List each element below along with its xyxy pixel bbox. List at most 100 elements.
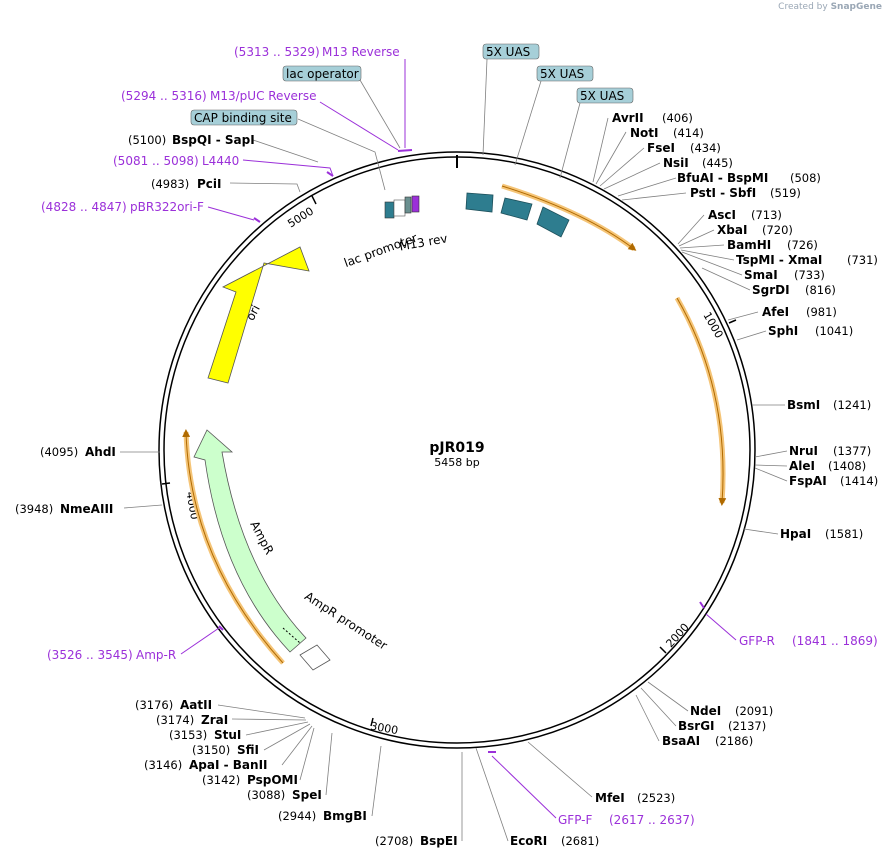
enzyme-name: BsrGI [678,719,715,733]
enzyme-pos: (3146) [144,758,182,772]
enzyme-name: NsiI [663,156,689,170]
enzyme-name: AvrII [612,111,644,125]
tick-2000: 2000 [663,621,691,651]
enzyme-name: SmaI [744,268,778,282]
primer-gfp-r-name: GFP-R [739,634,775,648]
enzyme-pos: (508) [790,171,821,185]
cap-site-block[interactable] [384,201,395,219]
enzyme-name: SphI [768,324,798,338]
ampr-feature[interactable] [193,429,307,653]
enzymes-right: AvrII (406) NotI (414) FseI (434) NsiI (… [510,111,878,848]
primer-m13-reverse-name: M13 Reverse [322,45,400,59]
enzyme-name: MfeI [595,791,625,805]
enzyme-name: AfeI [762,305,789,319]
enzyme-pos: (816) [805,283,836,297]
primer-ampr-range: (3526 .. 3545) [47,648,133,662]
enzyme-name: StuI [214,728,241,742]
lac-operator-block[interactable] [404,196,412,214]
enzyme-name: BfuAI - BspMI [677,171,768,185]
orf-arc-3-line [182,429,284,664]
enzyme-name: AleI [789,459,815,473]
snapgene-credit: Created by SnapGene [778,2,882,12]
credit-brand: SnapGene [830,2,882,12]
enzyme-pos: (713) [751,208,782,222]
enzyme-pos: (519) [770,186,801,200]
enzyme-name: BmgBI [323,809,367,823]
enzyme-name: SfiI [237,743,259,757]
enzyme-name: EcoRI [510,834,547,848]
enzyme-name: BamHI [727,238,771,252]
enzyme-pos: (2091) [735,704,773,718]
enzyme-pos: (731) [847,253,878,267]
enzyme-name: FspAI [789,474,827,488]
enzyme-pos: (720) [762,223,793,237]
enzyme-pos: (3948) [15,502,53,516]
primer-m13puc-reverse-name: M13/pUC Reverse [210,89,317,103]
uas-label-2: 5X UAS [540,67,584,81]
enzyme-name: ZraI [201,713,228,727]
ori-label: ori [243,303,263,323]
plasmid-size: 5458 bp [434,456,479,469]
primer-ampr-name: Amp-R [136,648,176,662]
ori-feature[interactable] [207,246,310,384]
enzyme-name: SgrDI [752,283,790,297]
uas-block-2[interactable] [500,197,533,221]
enzyme-pos: (3176) [135,698,173,712]
enzyme-pos: (3153) [169,728,207,742]
enzyme-name: NmeAIII [60,502,113,516]
guide-lines-left [120,451,463,841]
enzyme-pos: (2708) [375,834,413,848]
lac-promoter-block[interactable] [393,199,406,217]
enzyme-name: TspMI - XmaI [736,253,822,267]
enzyme-pos: (406) [662,111,693,125]
enzyme-pos: (3150) [192,743,230,757]
enzyme-name: NdeI [690,704,721,718]
enzyme-name: NruI [789,444,818,458]
enzymes-left: (5100) BspQI - SapI (4983) PciI (4095) A… [15,133,458,848]
uas-label-3: 5X UAS [580,89,624,103]
enzyme-name: BspQI - SapI [172,133,255,147]
enzyme-name: AatII [180,698,212,712]
primer-m13-reverse-range: (5313 .. 5329) [234,45,320,59]
enzyme-name: SpeI [292,788,322,802]
lac-operator-label: lac operator [286,67,359,81]
enzyme-pos: (3088) [247,788,285,802]
plasmid-name: pJR019 [429,440,484,456]
enzyme-pos: (4983) [151,177,189,191]
m13-rev-block[interactable] [411,195,420,213]
primer-m13puc-reverse-range: (5294 .. 5316) [121,89,207,103]
enzyme-name: BsaAI [662,734,700,748]
primer-labels: (5313 .. 5329) M13 Reverse (5294 .. 5316… [41,45,878,827]
enzyme-pos: (5100) [128,133,166,147]
enzyme-pos: (1414) [840,474,878,488]
enzyme-name: PciI [197,177,222,191]
credit-prefix: Created by [778,2,828,12]
enzyme-pos: (726) [787,238,818,252]
enzyme-name: NotI [630,126,659,140]
primer-marks [218,149,705,753]
uas-block-3[interactable] [536,206,570,238]
enzyme-name: AhdI [85,445,116,459]
ampr-promoter-label: AmpR promoter [302,589,390,653]
enzyme-pos: (981) [806,305,837,319]
enzyme-pos: (733) [794,268,825,282]
enzyme-name: PspOMI [247,773,298,787]
primer-pbr322ori-range: (4828 .. 4847) [41,200,127,214]
enzyme-pos: (1041) [815,324,853,338]
enzyme-pos: (2944) [278,809,316,823]
ampr-promoter-feature[interactable] [299,644,331,671]
tick-3000: 3000 [369,720,399,738]
enzyme-name: BsmI [787,398,820,412]
uas-block-1[interactable] [465,192,494,213]
enzyme-name: AscI [708,208,736,222]
enzyme-pos: (2681) [561,834,599,848]
uas-label-1: 5X UAS [486,45,530,59]
enzyme-pos: (1581) [825,527,863,541]
enzyme-pos: (1241) [833,398,871,412]
orf-arc-2-line [676,297,727,506]
ampr-label: AmpR [247,519,276,557]
enzyme-pos: (1408) [828,459,866,473]
enzyme-name: FseI [647,141,675,155]
enzyme-name: XbaI [717,223,747,237]
primer-gfp-r-range: (1841 .. 1869) [792,634,878,648]
